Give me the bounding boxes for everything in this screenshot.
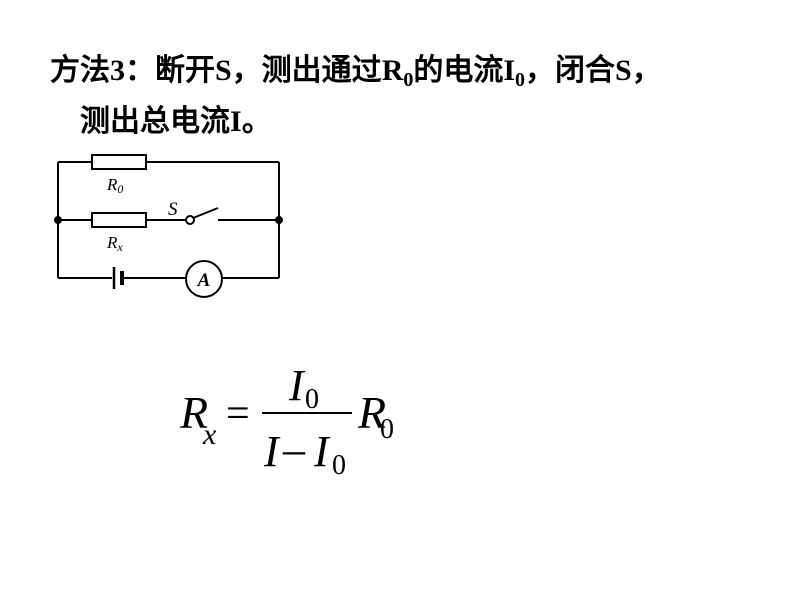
formula-denominator-sub: 0 [332,450,346,481]
formula-lhs-r: R [179,387,208,438]
formula-numerator-i: I [288,361,306,410]
formula-minus: – [282,425,306,474]
rx-label: Rx [106,233,123,254]
switch-symbol: S [615,54,632,87]
text-fragment: ， [631,53,662,88]
junction-left [54,216,62,224]
formula-denominator-i: I [263,427,281,476]
method-description: 方法3：断开S，测出通过R0的电流I0，闭合S， 测出总电流I。 [50,50,790,143]
text-fragment: ，闭合 [525,53,616,88]
r0-label: R0 [106,175,123,196]
text-fragment: 的电流 [413,53,504,88]
text-fragment: 。 [241,104,272,139]
switch-label: S [168,199,178,220]
ammeter-label: A [197,270,211,291]
formula-numerator-sub: 0 [305,384,319,415]
method-number: 3 [110,54,125,87]
description-line-2: 测出总电流I。 [50,101,790,143]
switch-symbol: S [215,54,232,87]
formula-factor-r: R [357,387,386,438]
switch-lever [192,207,219,219]
text-fragment: ：断开 [125,53,215,88]
text-fragment: 测出总电流 [80,104,230,139]
formula-lhs-sub: x [202,418,217,451]
subscript: 0 [515,69,526,91]
formula-factor-sub: 0 [380,414,394,445]
current-symbol: I [230,105,242,138]
resistor-symbol: R [381,54,404,87]
text-fragment: ，测出通过 [231,53,382,88]
switch-pivot [185,215,195,225]
description-line-1: 方法3：断开S，测出通过R0的电流I0，闭合S， [50,50,790,101]
formula-denominator-i0: I [313,427,331,476]
subscript: 0 [403,69,414,91]
text-fragment: 方法 [50,53,110,88]
current-symbol: I [503,54,516,87]
junction-right [275,216,283,224]
formula-equals: = [226,391,250,437]
